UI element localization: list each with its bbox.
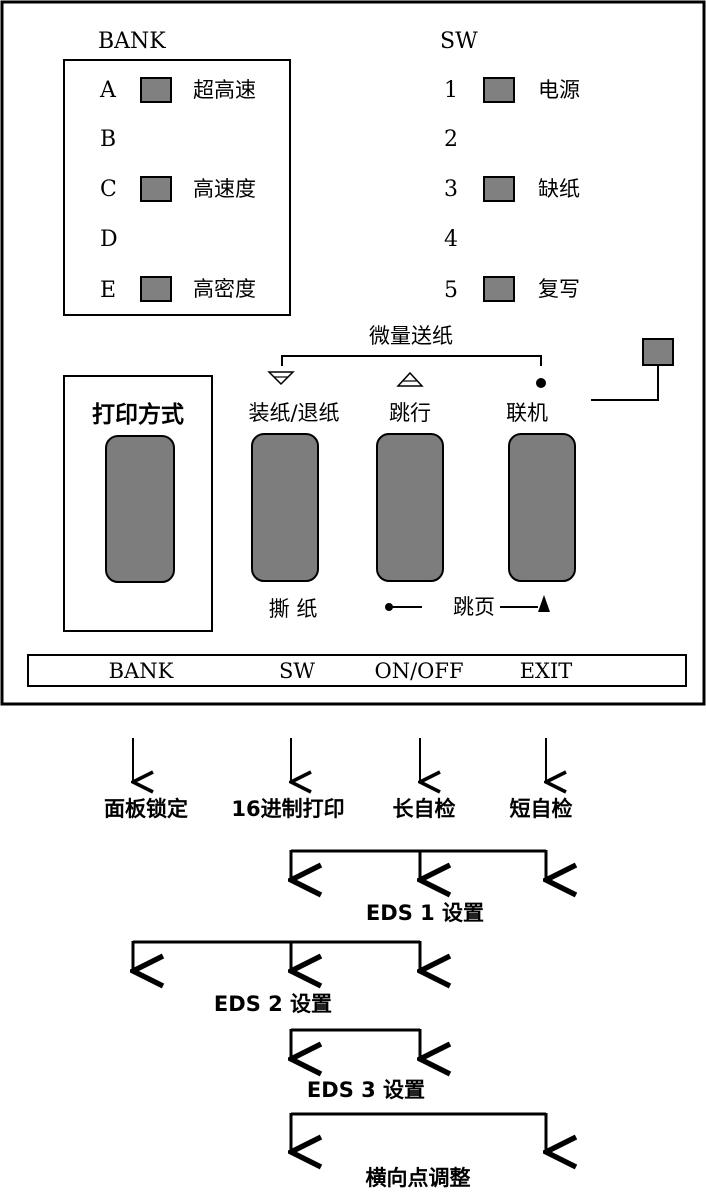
bottom-sw-label: SW bbox=[279, 659, 315, 683]
sw-1-indicator bbox=[483, 77, 515, 103]
online-button[interactable] bbox=[508, 433, 576, 582]
bank-box bbox=[63, 59, 291, 316]
bank-letter: E bbox=[100, 278, 116, 303]
eds1-label: EDS 1 设置 bbox=[366, 901, 484, 925]
bank-label: 高密度 bbox=[193, 277, 256, 301]
formfeed-label: 跳页 bbox=[453, 595, 495, 619]
bank-letter: C bbox=[100, 177, 117, 202]
formfeed-triangle-icon bbox=[538, 595, 550, 612]
sw-title: SW bbox=[440, 29, 478, 54]
tear-label: 撕 纸 bbox=[269, 597, 318, 621]
bank-label: 超高速 bbox=[193, 78, 256, 102]
horizontal-dot-adjust-label: 横向点调整 bbox=[366, 1166, 471, 1190]
hex-print-label: 16进制打印 bbox=[231, 797, 344, 821]
sw-row-1: 1 电源 bbox=[444, 77, 580, 103]
bank-a-indicator bbox=[140, 77, 172, 103]
sw-number: 1 bbox=[444, 78, 458, 103]
sw-number: 4 bbox=[444, 227, 458, 252]
eds2-label: EDS 2 设置 bbox=[214, 992, 332, 1016]
linefeed-button[interactable] bbox=[376, 433, 444, 582]
linefeed-symbol-icon bbox=[396, 371, 424, 387]
print-mode-button[interactable] bbox=[105, 435, 175, 583]
eds3-label: EDS 3 设置 bbox=[307, 1078, 425, 1102]
online-indicator bbox=[642, 338, 674, 366]
online-connector bbox=[591, 365, 659, 401]
short-selftest-label: 短自检 bbox=[510, 797, 573, 821]
load-unload-label: 装纸/退纸 bbox=[248, 401, 339, 425]
print-mode-box bbox=[63, 375, 213, 632]
bank-row-a: A 超高速 bbox=[99, 77, 256, 103]
online-label: 联机 bbox=[506, 401, 548, 425]
sw-5-indicator bbox=[483, 276, 515, 302]
bank-letter: A bbox=[99, 78, 117, 103]
online-dot-icon bbox=[536, 378, 546, 388]
micro-feed-bracket bbox=[281, 355, 542, 366]
sw-row-4: 4 bbox=[444, 227, 458, 252]
bank-e-indicator bbox=[140, 276, 172, 302]
bottom-exit-label: EXIT bbox=[520, 659, 573, 683]
panel-lock-label: 面板锁定 bbox=[104, 797, 188, 821]
sw-number: 2 bbox=[444, 127, 458, 152]
sw-label: 缺纸 bbox=[538, 177, 580, 201]
bank-row-b: B bbox=[100, 127, 116, 152]
bank-label: 高速度 bbox=[193, 177, 256, 201]
sw-number: 3 bbox=[444, 177, 458, 202]
bank-title: BANK bbox=[98, 29, 166, 54]
bank-letter: D bbox=[100, 227, 118, 252]
linefeed-label: 跳行 bbox=[389, 401, 431, 425]
micro-feed-label: 微量送纸 bbox=[369, 324, 453, 348]
load-unload-button[interactable] bbox=[251, 433, 319, 582]
sw-row-5: 5 复写 bbox=[444, 276, 580, 303]
sw-row-2: 2 bbox=[444, 127, 458, 152]
sw-number: 5 bbox=[444, 278, 458, 303]
bank-row-e: E 高密度 bbox=[100, 276, 256, 303]
bank-letter: B bbox=[100, 127, 116, 152]
print-mode-label: 打印方式 bbox=[92, 401, 184, 428]
bank-row-d: D bbox=[100, 227, 118, 252]
bank-row-c: C 高速度 bbox=[100, 176, 256, 202]
long-selftest-label: 长自检 bbox=[393, 797, 456, 821]
bottom-bank-label: BANK bbox=[109, 659, 174, 683]
panel-frame bbox=[0, 0, 706, 706]
sw-3-indicator bbox=[483, 176, 515, 202]
sw-label: 复写 bbox=[538, 277, 580, 301]
bottom-onoff-label: ON/OFF bbox=[374, 659, 463, 683]
sw-row-3: 3 缺纸 bbox=[444, 176, 580, 202]
load-symbol-icon bbox=[267, 371, 295, 386]
sw-label: 电源 bbox=[538, 78, 580, 102]
bottom-bar bbox=[27, 654, 687, 687]
bank-c-indicator bbox=[140, 176, 172, 202]
